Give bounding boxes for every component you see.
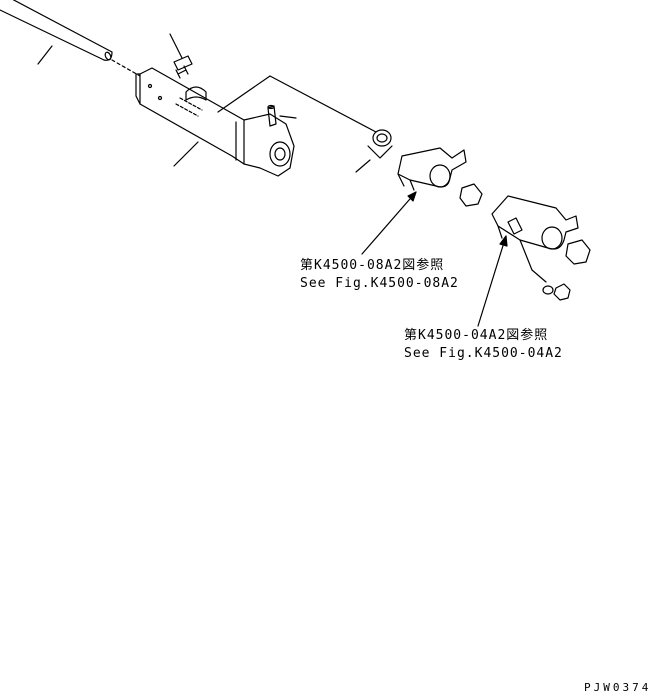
leader-bushing-start <box>217 75 271 113</box>
leader-rod <box>37 45 53 65</box>
collar <box>459 183 483 207</box>
washer-nut <box>519 239 571 301</box>
leader-bushing <box>269 75 377 133</box>
leader-washer <box>355 159 371 173</box>
reference-label-en: See Fig.K4500-08A2 <box>300 276 459 291</box>
drawing-number: PJW0374 <box>584 681 652 694</box>
bushing <box>355 129 393 173</box>
reference-arrow-08A2 <box>361 191 417 255</box>
leader-bolt <box>169 33 183 59</box>
lever-assembly-04A2 <box>491 195 579 250</box>
reference-arrow-04A2 <box>477 235 508 327</box>
bracket <box>135 67 295 177</box>
reference-label-en: See Fig.K4500-04A2 <box>404 346 563 361</box>
leader-bracket <box>173 141 199 167</box>
reference-label-jp: 第K4500-04A2図参照 <box>404 328 549 343</box>
leader-nut <box>519 239 533 271</box>
leader-pin <box>279 115 297 119</box>
lever-assembly-08A2 <box>397 147 467 191</box>
rod <box>0 0 141 77</box>
pin <box>267 104 297 127</box>
outer-collar <box>565 239 591 265</box>
bolt <box>169 33 193 79</box>
reference-label-jp: 第K4500-08A2図参照 <box>300 258 445 273</box>
